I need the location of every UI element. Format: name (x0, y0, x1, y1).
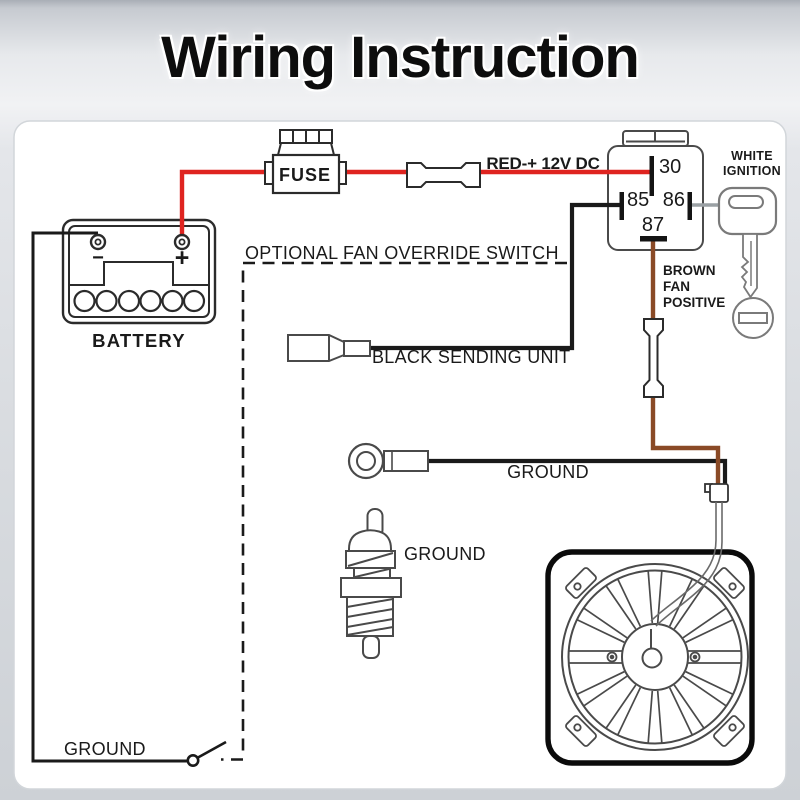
battery-ground-label: GROUND (64, 739, 146, 759)
fan-strut (569, 650, 741, 664)
red-power-wire (179, 169, 650, 236)
ring-ground-label: GROUND (507, 462, 589, 482)
fuse-label: FUSE (279, 165, 331, 185)
fan-mount-tabs (565, 567, 745, 747)
spade-connector (287, 334, 371, 362)
svg-text:POSITIVE: POSITIVE (663, 295, 725, 310)
svg-text:IGNITION: IGNITION (723, 164, 781, 178)
battery-minus-sign: − (92, 247, 104, 269)
fan-positive-label: BROWN FAN POSITIVE (663, 263, 725, 310)
fan-plug-connector (704, 483, 729, 503)
battery-terminals (89, 233, 191, 251)
svg-text:WHITE: WHITE (731, 149, 773, 163)
ignition-key (717, 186, 778, 339)
ring-terminal (347, 442, 429, 480)
relay-pin85-label: 85 (627, 189, 649, 211)
fan-hub (621, 623, 689, 691)
sending-unit-wire (370, 202, 621, 351)
battery (61, 218, 217, 325)
relay-pin-30 (649, 156, 654, 196)
relay-pin-86 (687, 192, 692, 220)
thermostat-switch (340, 508, 402, 659)
override-switch-symbol (186, 740, 227, 767)
sending-unit-label: BLACK SENDING UNIT (372, 347, 570, 367)
ignition-key-label: WHITE IGNITION (723, 149, 781, 178)
battery-plus-sign: + (175, 244, 190, 272)
butt-connector-vertical (643, 318, 664, 398)
butt-connector-horizontal (406, 162, 481, 188)
override-switch-label: OPTIONAL FAN OVERRIDE SWITCH (245, 243, 559, 263)
thermo-ground-label: GROUND (404, 544, 486, 564)
switch-lever (197, 740, 227, 759)
fan-blades (577, 571, 733, 743)
relay-pin30-label: 30 (659, 156, 681, 178)
relay-pin-85 (619, 192, 624, 220)
relay-pin86-label: 86 (663, 189, 685, 211)
power-wire-label: RED-+ 12V DC (486, 154, 599, 173)
fuse-holder (264, 129, 347, 195)
override-dashed-line (221, 261, 567, 761)
key-head (717, 186, 778, 236)
switch-contact (186, 753, 200, 767)
key-blade (740, 233, 758, 299)
svg-text:FAN: FAN (663, 279, 690, 294)
battery-cells (73, 289, 206, 313)
cooling-fan (545, 549, 755, 766)
fan-lead-wires (650, 502, 723, 627)
battery-ground-wire (31, 231, 188, 763)
ring-ground-wire (428, 458, 728, 486)
battery-label: BATTERY (92, 330, 186, 351)
page-title: Wiring Instruction (161, 25, 640, 90)
svg-text:BROWN: BROWN (663, 263, 716, 278)
fuse-body (271, 153, 341, 195)
relay-pin-87 (640, 236, 667, 242)
relay-pin87-label: 87 (642, 214, 664, 236)
relay-pins (619, 156, 692, 242)
fan-shroud-ring (561, 563, 749, 751)
